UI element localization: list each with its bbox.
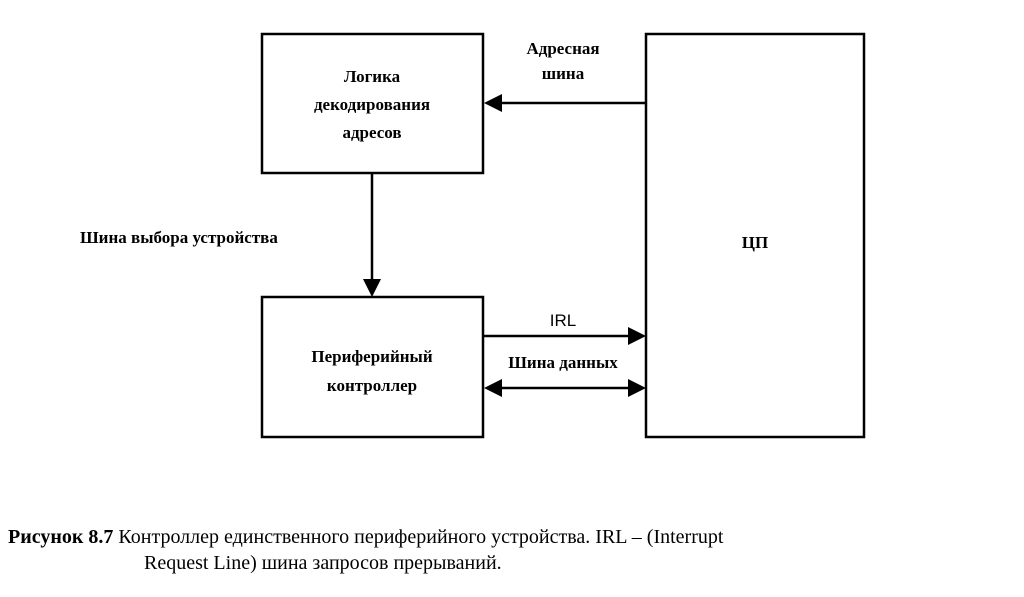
decoder-label-line-1: Логика xyxy=(344,67,401,86)
caption-text-line-1: Контроллер единственного периферийного у… xyxy=(113,526,724,548)
controller-label-line-1: Периферийный xyxy=(311,347,432,366)
device-select-bus-arrowhead xyxy=(363,279,381,297)
device-select-bus-connection: Шина выбора устройства xyxy=(80,173,381,297)
figure-caption: Рисунок 8.7 Контроллер единственного пер… xyxy=(8,524,1020,576)
decoder-block-frame xyxy=(260,32,485,175)
address-bus-arrowhead xyxy=(484,94,502,112)
data-bus-label: Шина данных xyxy=(508,353,618,372)
data-bus-arrowhead-left xyxy=(484,379,502,397)
address-bus-connection: Адресная шина xyxy=(484,39,646,112)
cpu-block: ЦП xyxy=(644,32,866,439)
irl-connection: IRL xyxy=(483,311,646,345)
data-bus-connection: Шина данных xyxy=(484,353,646,397)
decoder-label-line-3: адресов xyxy=(342,123,401,142)
caption-title: Рисунок 8.7 xyxy=(8,526,114,548)
address-bus-label-line-1: Адресная xyxy=(526,39,599,58)
controller-block-frame xyxy=(260,295,485,439)
irl-label: IRL xyxy=(550,311,576,330)
data-bus-arrowhead-right xyxy=(628,379,646,397)
decoder-block: Логика декодирования адресов xyxy=(260,32,485,175)
cpu-label: ЦП xyxy=(742,233,768,252)
controller-block: Периферийный контроллер xyxy=(260,295,485,439)
decoder-label-line-2: декодирования xyxy=(314,95,430,114)
caption-text-line-2: Request Line) шина запросов прерываний. xyxy=(144,552,502,574)
address-bus-label-line-2: шина xyxy=(542,64,585,83)
irl-arrowhead xyxy=(628,327,646,345)
controller-label-line-2: контроллер xyxy=(327,376,417,395)
device-select-bus-label: Шина выбора устройства xyxy=(80,228,278,247)
cpu-block-frame xyxy=(644,32,866,439)
